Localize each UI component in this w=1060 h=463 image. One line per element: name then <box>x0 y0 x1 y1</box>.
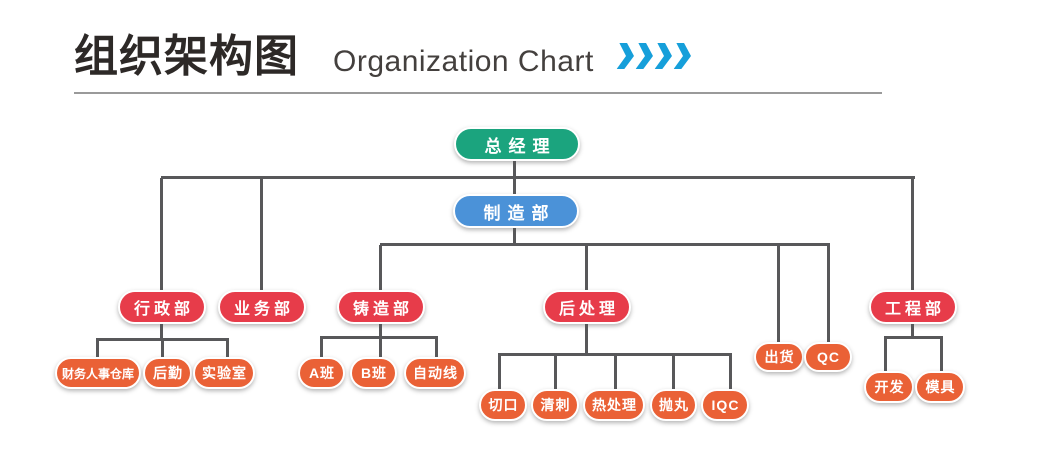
node-class-a: A班 <box>298 357 345 389</box>
page-subtitle: Organization Chart <box>333 45 594 78</box>
page-title: 组织架构图 <box>74 32 299 81</box>
connector-line <box>911 178 914 290</box>
connector-line <box>911 324 914 337</box>
chevron-right-icon <box>655 43 674 69</box>
connector-line <box>161 340 164 357</box>
node-engineering-dept: 工程部 <box>869 290 957 324</box>
connector-line <box>435 338 438 357</box>
node-casting-dept: 铸造部 <box>337 290 425 324</box>
chevron-right-icon <box>617 43 636 69</box>
connector-line <box>513 158 516 178</box>
node-iqc: IQC <box>701 389 749 421</box>
connector-line <box>96 338 229 341</box>
connector-line <box>729 355 732 389</box>
node-heat-treatment: 热处理 <box>583 389 645 421</box>
node-mold: 模具 <box>915 371 965 403</box>
chevron-right-icon <box>636 43 655 69</box>
connector-line <box>513 227 516 245</box>
connector-line <box>884 336 943 339</box>
connector-line <box>513 177 516 195</box>
node-cutting: 切口 <box>479 389 527 421</box>
node-logistics: 后勤 <box>143 357 192 389</box>
connector-line <box>226 340 229 357</box>
node-finance-hr-warehouse: 财务人事仓库 <box>55 357 141 389</box>
node-shot-blasting: 抛丸 <box>650 389 697 421</box>
connector-line <box>260 178 263 292</box>
node-business-dept: 业务部 <box>218 290 306 324</box>
header-divider <box>74 92 882 94</box>
node-manufacturing-dept: 制造部 <box>453 194 579 228</box>
chevron-right-icons <box>617 43 693 69</box>
connector-line <box>379 245 382 290</box>
connector-line <box>554 355 557 389</box>
node-qc: QC <box>804 342 852 372</box>
node-admin-dept: 行政部 <box>118 290 206 324</box>
connector-line <box>827 245 830 342</box>
node-development: 开发 <box>864 371 914 403</box>
node-post-processing-dept: 后处理 <box>543 290 631 324</box>
chevron-right-icon <box>674 43 693 69</box>
connector-line <box>498 355 501 389</box>
connector-line <box>777 245 780 342</box>
node-laboratory: 实验室 <box>193 357 255 389</box>
connector-line <box>160 324 163 339</box>
connector-line <box>585 324 588 354</box>
connector-line <box>320 336 438 339</box>
node-shipping: 出货 <box>754 342 804 372</box>
connector-line <box>96 340 99 357</box>
connector-line <box>614 355 617 389</box>
node-auto-line: 自动线 <box>404 357 466 389</box>
connector-line <box>940 338 943 371</box>
node-general-manager: 总经理 <box>454 127 580 161</box>
connector-line <box>498 353 732 356</box>
connector-line <box>379 338 382 357</box>
connector-line <box>160 178 163 292</box>
connector-line <box>320 338 323 357</box>
connector-line <box>585 245 588 290</box>
connector-line <box>672 355 675 389</box>
connector-line <box>884 338 887 371</box>
connector-line <box>161 176 915 179</box>
connector-line <box>380 243 830 246</box>
page-header: 组织架构图 Organization Chart <box>74 20 594 84</box>
connector-line <box>379 324 382 337</box>
node-deburring: 清刺 <box>531 389 579 421</box>
node-class-b: B班 <box>350 357 397 389</box>
